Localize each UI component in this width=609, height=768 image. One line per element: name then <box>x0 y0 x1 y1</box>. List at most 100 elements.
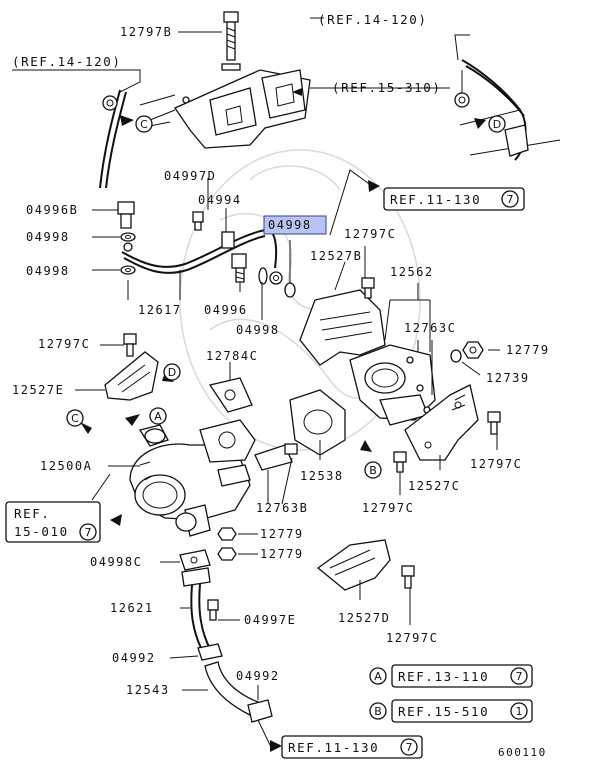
label-12527B: 12527B <box>310 249 362 263</box>
callout-B: B <box>364 461 382 479</box>
oil-line-left <box>99 89 127 189</box>
manifold-flange-left <box>209 87 257 136</box>
label-04998-a: 04998 <box>26 230 70 244</box>
clamp-04992-b <box>247 699 273 723</box>
heat-shield-12527E <box>104 351 159 401</box>
label-12779-top: 12779 <box>506 343 550 357</box>
bolt-12797C-left <box>123 333 137 357</box>
label-04994: 04994 <box>198 193 242 207</box>
label-12527E: 12527E <box>12 383 64 397</box>
label-12763C: 12763C <box>404 321 456 335</box>
pipe-clamp-04994 <box>221 231 235 249</box>
leader-lines <box>12 17 500 746</box>
label-12527D: 12527D <box>338 611 390 625</box>
label-04998-c: 04998 <box>236 323 280 337</box>
exhaust-manifold-section <box>139 11 561 156</box>
bolt-04997D <box>192 211 204 231</box>
label-12538: 12538 <box>300 469 344 483</box>
oil-line-right <box>454 59 529 161</box>
label-12797C-top: 12797C <box>344 227 396 241</box>
label-12779-mid: 12779 <box>260 527 304 541</box>
legend: A REF.13-110 7 B REF.15-510 1 <box>369 664 533 723</box>
washer-04998-c <box>258 267 296 298</box>
bolt-04997E <box>207 599 219 611</box>
label-04998-b: 04998 <box>26 264 70 278</box>
svg-text:REF.15-510: REF.15-510 <box>398 704 489 719</box>
ref-15-010-box: REF. 15-010 7 <box>5 501 101 543</box>
oil-return-pipe-12621 <box>179 549 223 661</box>
callout-D: D <box>163 363 181 381</box>
svg-text:1: 1 <box>516 705 523 718</box>
part-labels: 12797B 04997D 04994 04996B 04998 04998 0… <box>12 25 550 697</box>
svg-text:D: D <box>493 118 501 131</box>
nut-12779-mid <box>217 527 237 561</box>
ref-14-120-left: (REF.14-120) <box>12 54 122 69</box>
reference-labels: (REF.14-120) (REF.14-120) (REF.15-310) R… <box>5 12 525 759</box>
label-12797C-right: 12797C <box>470 457 522 471</box>
label-04996B: 04996B <box>26 203 78 217</box>
label-04997D: 04997D <box>164 169 216 183</box>
svg-text:C: C <box>71 412 79 425</box>
svg-text:B: B <box>374 705 382 718</box>
svg-text:REF.: REF. <box>14 506 51 521</box>
hose-12543 <box>204 661 273 723</box>
svg-text:REF.11-130: REF.11-130 <box>288 740 379 755</box>
eye-bolt-04996B <box>117 201 136 275</box>
svg-text:B: B <box>369 464 377 477</box>
stud-12797B <box>223 11 239 23</box>
manifold-flange-right <box>261 69 306 119</box>
svg-text:15-010: 15-010 <box>14 524 69 539</box>
label-04996: 04996 <box>204 303 248 317</box>
oil-feed-pipe-12617 <box>121 228 283 285</box>
clamp-04992-a <box>197 643 223 661</box>
heat-shield-12527B <box>299 289 386 366</box>
callout-D-top: D <box>488 115 506 133</box>
bracket-12527C <box>404 384 479 461</box>
highlight-box <box>263 215 327 235</box>
bolt-12797C-top <box>361 277 375 299</box>
legend-item-A: A REF.13-110 7 <box>369 664 533 688</box>
label-12500A: 12500A <box>40 459 92 473</box>
diagram-id: 600110 <box>498 746 547 759</box>
svg-text:REF.11-130: REF.11-130 <box>390 192 481 207</box>
label-04992-b: 04992 <box>236 669 280 683</box>
legend-item-B: B REF.15-510 1 <box>369 699 533 723</box>
washer-12739 <box>450 349 462 363</box>
label-04992-a: 04992 <box>112 651 156 665</box>
exhaust-elbow-12562 <box>349 344 436 426</box>
svg-text:7: 7 <box>85 526 92 539</box>
ref-11-130-top-box: REF.11-130 7 <box>383 187 525 211</box>
svg-text:C: C <box>140 118 148 131</box>
label-12797C-mid: 12797C <box>362 501 414 515</box>
ref-14-120-right: (REF.14-120) <box>318 12 428 27</box>
label-04998-highlighted: 04998 <box>268 218 312 232</box>
label-12797B: 12797B <box>120 25 172 39</box>
bolt-12797C-bottom <box>401 565 415 589</box>
callout-C-top: C <box>135 115 153 133</box>
svg-text:REF.13-110: REF.13-110 <box>398 669 489 684</box>
turbocharger-12500A <box>129 419 298 537</box>
svg-text:D: D <box>168 366 176 379</box>
eye-bolt-04996 <box>231 253 247 283</box>
nut-12779-top <box>462 341 484 359</box>
label-04998C: 04998C <box>90 555 142 569</box>
bolt-12797C-mid <box>393 451 407 473</box>
label-12527C: 12527C <box>408 479 460 493</box>
gasket-12538 <box>289 389 346 456</box>
ref-11-130-bottom-box: REF.11-130 7 <box>281 735 423 759</box>
callout-C: C <box>66 409 84 427</box>
heat-shield-12527D <box>316 539 391 591</box>
label-12562: 12562 <box>390 265 434 279</box>
label-04997E: 04997E <box>244 613 296 627</box>
callout-A: A <box>149 407 167 425</box>
label-12621: 12621 <box>110 601 154 615</box>
label-12784C: 12784C <box>206 349 258 363</box>
label-12543: 12543 <box>126 683 170 697</box>
label-12797C-left: 12797C <box>38 337 90 351</box>
svg-text:A: A <box>154 410 162 423</box>
bolt-12797C-right <box>487 411 501 435</box>
svg-text:7: 7 <box>406 741 413 754</box>
label-12779-low: 12779 <box>260 547 304 561</box>
